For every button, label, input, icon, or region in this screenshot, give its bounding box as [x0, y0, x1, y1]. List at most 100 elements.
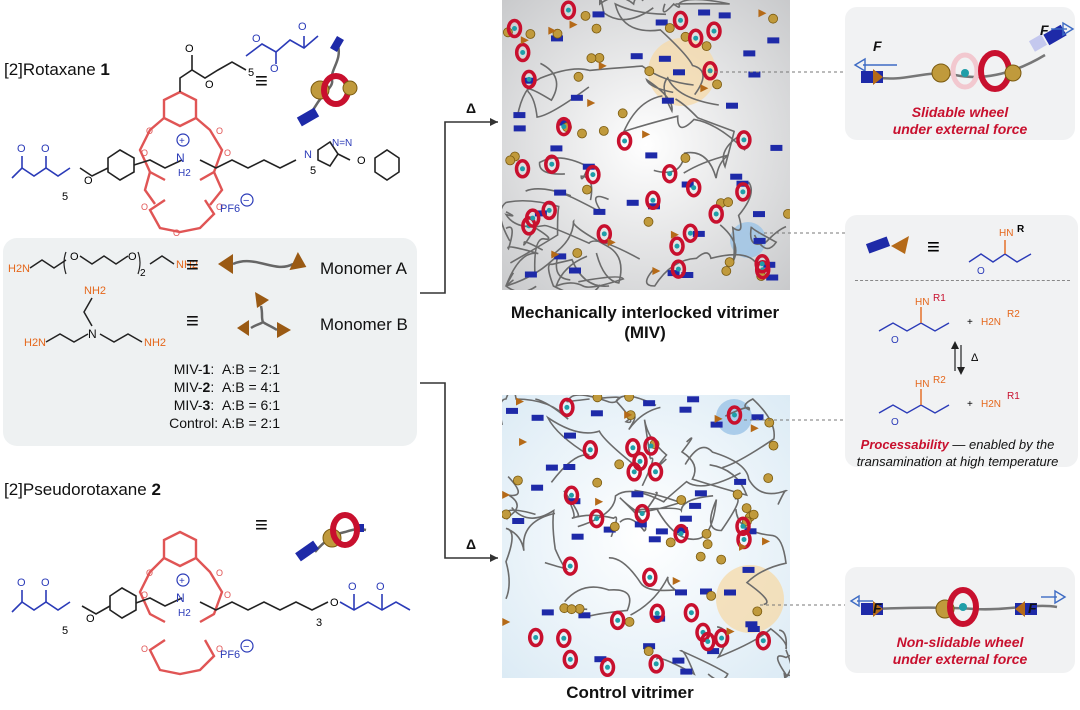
enamine-crosslink [631, 491, 644, 498]
crown-ether-wheel [544, 154, 560, 174]
ammonium-site [678, 17, 683, 23]
polymer-chain [645, 252, 759, 287]
ammonium-site [530, 215, 536, 221]
polymer-chain [550, 218, 622, 284]
stopper-bead [643, 646, 654, 657]
stopper-bead [712, 79, 723, 90]
svg-text:5: 5 [310, 165, 316, 177]
stopper-bead [617, 108, 628, 119]
enamine-crosslink [648, 536, 661, 543]
non-slidable-note: Non-slidable wheel under external force [892, 634, 1028, 667]
enamine-crosslink [655, 528, 668, 535]
polymer-chain [749, 225, 787, 250]
stopper-bead [676, 495, 687, 505]
crown-ether-wheel [514, 42, 531, 63]
transamination-panel [845, 215, 1078, 467]
enamine-crosslink [592, 11, 605, 18]
force-label-right-2: F [1028, 600, 1037, 616]
stopper-bead [701, 528, 712, 539]
svg-text:PF6: PF6 [220, 649, 240, 661]
slidable-note: Slidable wheel under external force [892, 104, 1028, 137]
enamine-crosslink [570, 94, 583, 101]
svg-text:O: O [216, 568, 223, 578]
polymer-chain [622, 95, 746, 151]
slidable-panel [845, 7, 1075, 140]
stopper-bead [723, 197, 734, 208]
enamine-crosslink [513, 112, 526, 119]
crown-ether-wheel [685, 177, 702, 198]
ammonium-site [675, 266, 681, 272]
monomer-b-equiv: ≡ [186, 308, 199, 333]
svg-text:O: O [17, 577, 26, 589]
crown-ether-wheel [642, 567, 658, 588]
svg-text:O: O [216, 644, 223, 654]
enamine-crosslink [673, 69, 685, 76]
ammonium-site [667, 171, 673, 177]
non-slidable-cartoon [849, 587, 1067, 627]
enamine-crosslink [653, 615, 666, 622]
enamine-crosslink [593, 208, 606, 215]
monomer-end [598, 61, 607, 70]
svg-text:R2: R2 [1007, 309, 1020, 320]
leader-lines [708, 71, 845, 606]
crown-ether-wheel [524, 208, 541, 228]
stopper-bead [624, 616, 635, 627]
force-label-right: F [1040, 22, 1049, 38]
ammonium-site [594, 516, 600, 522]
ammonium-site [687, 230, 693, 236]
polymer-chain [614, 2, 704, 96]
pseudorotaxane-title: [2]Pseudorotaxane 2 [4, 480, 161, 499]
monomer-end [758, 9, 767, 18]
monomer-b-structure: NH2 N H2N NH2 [24, 285, 166, 349]
ammonium-site [691, 185, 697, 191]
ammonium-site [601, 231, 607, 237]
force-label-left: F [873, 38, 882, 54]
ammonium-site [615, 617, 621, 623]
svg-text:O: O [224, 148, 231, 158]
control-caption: Control vitrimer [566, 683, 694, 702]
ratio-row: MIV-1: A:B = 2:1 [173, 361, 280, 377]
polymer-chain [615, 395, 661, 430]
enamine-crosslink [557, 119, 570, 126]
ratio-row: MIV-2: A:B = 4:1 [173, 379, 280, 395]
monomer-end [548, 26, 557, 35]
enamine-crosslink [698, 9, 711, 16]
ammonium-site [637, 458, 643, 464]
stopper-icon [295, 540, 319, 562]
svg-text:NH2: NH2 [144, 337, 166, 349]
svg-text:O: O [141, 590, 148, 600]
svg-text:O: O [84, 175, 93, 187]
svg-text:HN: HN [915, 379, 929, 390]
monomer-end [502, 490, 511, 499]
crown-ether-wheel [713, 628, 730, 648]
svg-text:−: − [243, 195, 249, 207]
crown-ether-wheel [726, 405, 743, 425]
enamine-crosslink [554, 253, 567, 260]
svg-text:5: 5 [248, 67, 254, 79]
ammonium-site [569, 492, 574, 498]
enamine-crosslink [710, 421, 723, 428]
monomer-end [587, 99, 596, 108]
crown-ether-wheel [648, 654, 664, 674]
stopper-bead [582, 184, 592, 195]
svg-text:H2N: H2N [24, 337, 46, 349]
enamine-crosslink [563, 464, 576, 470]
monomer-end [672, 576, 681, 585]
crown-ether-wheel [514, 159, 531, 179]
enamine-crosslink [770, 144, 783, 151]
crown-ether-wheel [599, 657, 616, 678]
svg-text:+: + [179, 136, 185, 147]
svg-text:O: O [205, 79, 214, 91]
enamine-crosslink [734, 478, 747, 485]
stopper-bead [525, 29, 536, 39]
svg-text:H2N: H2N [981, 399, 1001, 410]
ammonium-site [520, 50, 526, 55]
ammonium-site [631, 469, 637, 475]
crown-ether-wheel [562, 649, 579, 670]
enamine-crosslink [545, 464, 558, 471]
crown-ether-wheel [634, 503, 650, 524]
crown-ether-wheel [672, 10, 689, 31]
ammonium-site [740, 189, 746, 195]
monomer-end [569, 20, 578, 29]
rotaxane-cartoon [296, 35, 358, 127]
